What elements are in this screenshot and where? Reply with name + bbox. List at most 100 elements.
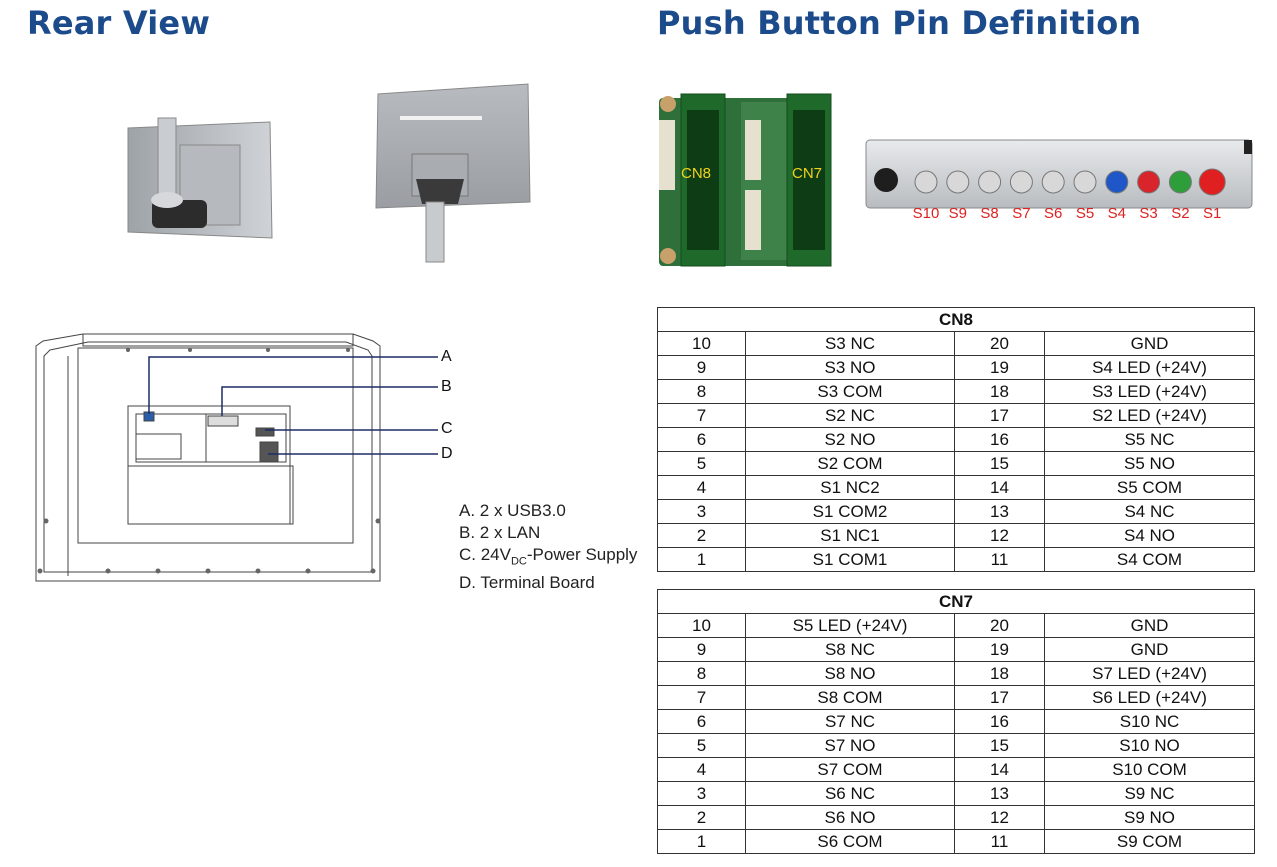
cn8-pin-number-cell: 1	[657, 547, 746, 572]
button-label-s4: S4	[1108, 205, 1126, 222]
cn8-signal-cell: S1 COM2	[745, 499, 955, 524]
cn8-signal-cell: S5 COM	[1043, 475, 1256, 500]
cn8-label: CN8	[681, 165, 711, 182]
cn8-signal-cell: S3 NO	[745, 355, 955, 380]
cn8-signal-cell: S2 COM	[745, 451, 955, 476]
cn7-pin-number-cell: 11	[954, 829, 1045, 854]
rear-panel-drawing	[35, 333, 438, 582]
callout-c: C	[441, 420, 453, 437]
cn8-pin-number-cell: 12	[954, 523, 1045, 548]
cn7-pin-number-cell: 13	[954, 781, 1045, 806]
cn8-signal-cell: S3 NC	[745, 331, 955, 356]
cn8-signal-cell: S4 COM	[1043, 547, 1256, 572]
cn8-signal-cell: S5 NC	[1043, 427, 1256, 452]
push-button-s5	[1073, 170, 1097, 194]
button-label-s2: S2	[1171, 205, 1189, 222]
cn7-signal-cell: S6 LED (+24V)	[1043, 685, 1256, 710]
cn7-signal-cell: S7 NO	[745, 733, 955, 758]
cn7-pin-number-cell: 19	[954, 637, 1045, 662]
cn7-pin-number-cell: 10	[657, 613, 746, 638]
cn8-pin-number-cell: 14	[954, 475, 1045, 500]
cn7-signal-cell: S10 COM	[1043, 757, 1256, 782]
cn7-signal-cell: S9 NC	[1043, 781, 1256, 806]
cn7-signal-cell: GND	[1043, 637, 1256, 662]
cn8-signal-cell: S2 NC	[745, 403, 955, 428]
cn7-pin-number-cell: 12	[954, 805, 1045, 830]
cn8-signal-cell: S5 NO	[1043, 451, 1256, 476]
cn8-pin-number-cell: 2	[657, 523, 746, 548]
button-label-s10: S10	[913, 205, 940, 222]
cn7-signal-cell: S6 NC	[745, 781, 955, 806]
cn7-signal-cell: S8 COM	[745, 685, 955, 710]
cn7-pin-number-cell: 7	[657, 685, 746, 710]
cn7-pin-number-cell: 14	[954, 757, 1045, 782]
cn7-pin-number-cell: 3	[657, 781, 746, 806]
cn7-signal-cell: S7 LED (+24V)	[1043, 661, 1256, 686]
push-button-s1	[1198, 168, 1226, 196]
legend-item-power: C. 24VDC-Power Supply	[459, 544, 637, 572]
push-button-s4	[1105, 170, 1129, 194]
callout-b: B	[441, 378, 452, 395]
legend-power-label: C. 24V	[459, 545, 511, 564]
cn8-pin-number-cell: 9	[657, 355, 746, 380]
cn7-table-title: CN7	[656, 589, 1256, 614]
push-button-s9	[946, 170, 970, 194]
cn7-pin-number-cell: 16	[954, 709, 1045, 734]
cn7-signal-cell: S6 NO	[745, 805, 955, 830]
cn8-signal-cell: S2 LED (+24V)	[1043, 403, 1256, 428]
cn7-signal-cell: S7 NC	[745, 709, 955, 734]
cn8-pin-number-cell: 19	[954, 355, 1045, 380]
cn7-signal-cell: S10 NO	[1043, 733, 1256, 758]
cn7-signal-cell: S9 NO	[1043, 805, 1256, 830]
legend-power-subscript: DC	[510, 555, 527, 568]
button-label-s8: S8	[980, 205, 998, 222]
cn7-pin-number-cell: 2	[657, 805, 746, 830]
cn8-pin-number-cell: 17	[954, 403, 1045, 428]
cn7-pin-number-cell: 6	[657, 709, 746, 734]
cn7-pin-number-cell: 8	[657, 661, 746, 686]
rear-view-title: Rear View	[27, 4, 211, 42]
cn8-pin-number-cell: 3	[657, 499, 746, 524]
cn7-pin-number-cell: 15	[954, 733, 1045, 758]
pin-definition-title: Push Button Pin Definition	[657, 4, 1142, 42]
cn7-pin-number-cell: 20	[954, 613, 1045, 638]
button-label-s1: S1	[1203, 205, 1221, 222]
cn8-signal-cell: S1 COM1	[745, 547, 955, 572]
cn8-signal-cell: S2 NO	[745, 427, 955, 452]
cn7-signal-cell: S5 LED (+24V)	[745, 613, 955, 638]
cn7-signal-cell: S8 NO	[745, 661, 955, 686]
cn7-signal-cell: S6 COM	[745, 829, 955, 854]
push-button-s7	[1009, 170, 1033, 194]
port-legend: A. 2 x USB3.0 B. 2 x LAN C. 24VDC-Power …	[459, 500, 637, 594]
cn7-pin-number-cell: 18	[954, 661, 1045, 686]
cn8-pin-number-cell: 20	[954, 331, 1045, 356]
push-button-s6	[1041, 170, 1065, 194]
button-label-s3: S3	[1139, 205, 1157, 222]
button-label-s5: S5	[1076, 205, 1094, 222]
cn8-signal-cell: S4 NO	[1043, 523, 1256, 548]
cn8-signal-cell: S3 LED (+24V)	[1043, 379, 1256, 404]
callout-a: A	[441, 348, 452, 365]
cn7-signal-cell: S10 NC	[1043, 709, 1256, 734]
legend-item-terminal: D. Terminal Board	[459, 573, 595, 593]
cn8-signal-cell: S3 COM	[745, 379, 955, 404]
cn8-pin-number-cell: 16	[954, 427, 1045, 452]
cn7-label: CN7	[792, 165, 822, 182]
